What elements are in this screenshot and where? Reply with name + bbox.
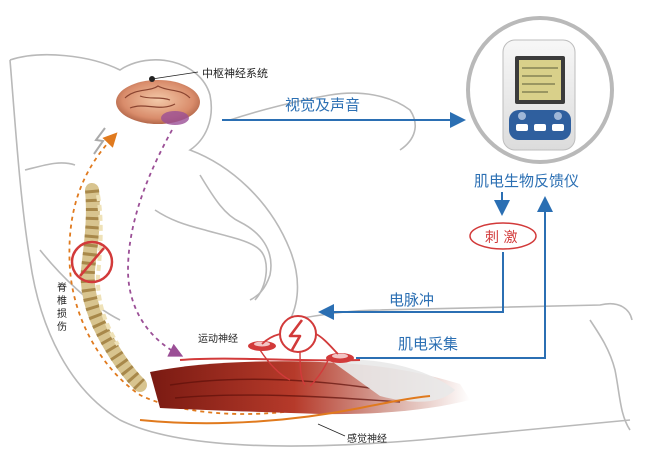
emg-biofeedback-device-label: 肌电生物反馈仪 [474, 172, 580, 190]
spinal-injury-label: 脊椎损伤 [57, 283, 67, 333]
spine [80, 183, 147, 392]
electric-pulse-icon [261, 315, 339, 355]
stimulation-badge [469, 222, 537, 250]
sensory-nerve-line [139, 395, 431, 425]
central-nervous-system-label: 中枢神经系统 [202, 67, 268, 80]
motor-nerve-line [179, 341, 361, 387]
emg-acquisition-label: 肌电采集 [398, 335, 459, 353]
emg-device-image [466, 16, 614, 164]
body-outline [9, 54, 633, 447]
stimulation-label: 刺 激 [485, 230, 518, 246]
visual-audio-label: 视觉及声音 [285, 96, 361, 114]
sensory-nerve-label: 感觉神经 [347, 434, 387, 445]
spinal-injury-marker [70, 240, 114, 284]
brain-signal-icon [93, 127, 106, 155]
motor-pathway-line [127, 129, 184, 357]
feedback-arrows [222, 112, 553, 359]
motor-nerve-label: 运动神经 [198, 334, 238, 345]
sensory-nerve-pointer [317, 423, 346, 437]
leg-muscle [150, 359, 470, 415]
brain-image [116, 71, 200, 125]
electric-pulse-label: 电脉冲 [389, 291, 435, 309]
